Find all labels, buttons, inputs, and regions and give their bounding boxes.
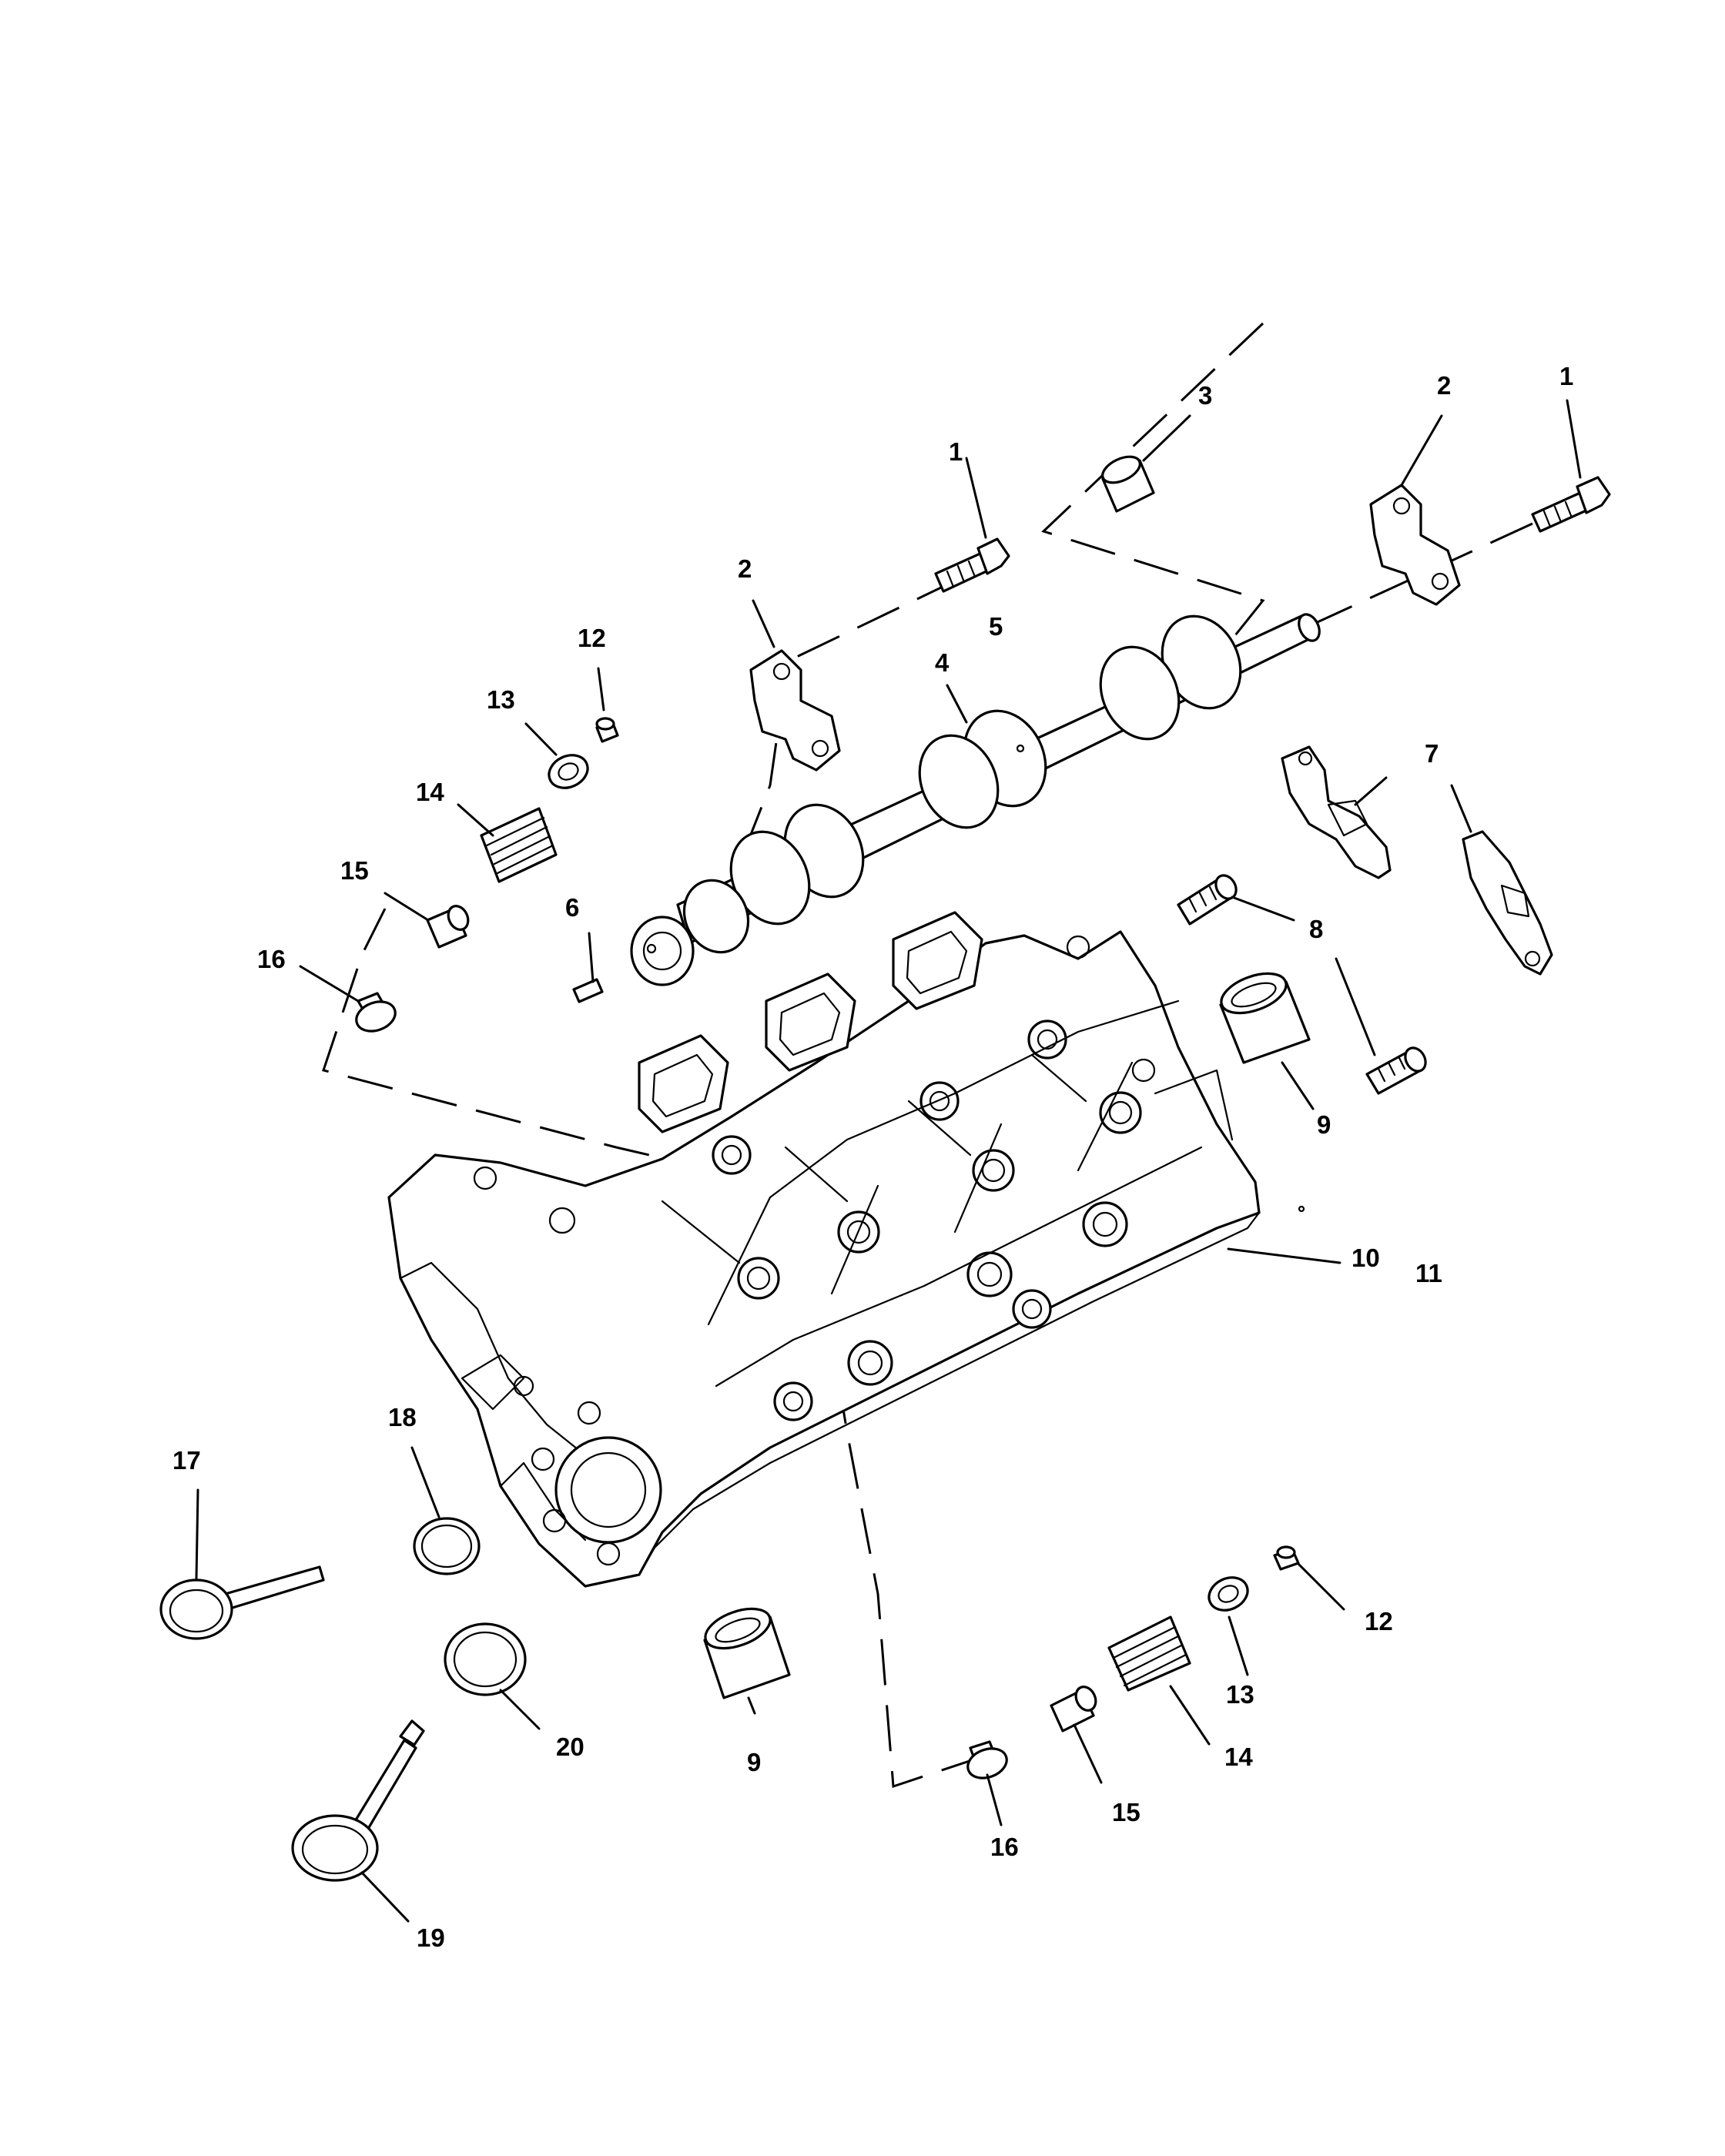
hydraulic-lash-adjuster-lower (1365, 1046, 1427, 1095)
camshaft (630, 613, 1321, 986)
callout-14-upper: 14 (416, 778, 444, 806)
intake-ports (638, 911, 983, 1133)
valve-pockets (712, 1019, 1142, 1421)
valve-keeper-upper (595, 717, 619, 743)
valve-seat-intake (413, 1517, 481, 1575)
camshaft-seal-upper (1219, 972, 1311, 1064)
leader-lines (195, 399, 1582, 1923)
callout-2-cap-left: 2 (738, 554, 752, 583)
callout-16-upper: 16 (257, 945, 286, 973)
valve-guide-upper (355, 992, 397, 1033)
valve-stem-seal-lower (1050, 1686, 1097, 1732)
bolt-right (1531, 476, 1611, 533)
camshaft-bearing-cap-left (749, 649, 841, 772)
camshaft-bearing-cap-right (1369, 484, 1461, 606)
hydraulic-lash-adjuster-upper (1177, 874, 1238, 926)
callout-7-rocker: 7 (1425, 739, 1439, 768)
valve-keeper-lower (1273, 1545, 1300, 1571)
cam-lobes (682, 614, 1242, 954)
valve-train-lower (966, 1545, 1300, 1779)
plug (1101, 455, 1155, 513)
callout-6-dowel: 6 (565, 893, 579, 922)
rocker-arm-upper (1281, 745, 1392, 879)
callout-3-plug: 3 (1198, 381, 1212, 410)
callout-12-upper: 12 (578, 624, 606, 652)
intake-valve (159, 1565, 325, 1640)
valve-seat-exhaust (444, 1622, 527, 1696)
callout-13-lower: 13 (1226, 1680, 1254, 1709)
cylinder-head (387, 911, 1305, 1588)
valve-stem-seal-upper (426, 905, 470, 949)
callout-1-bolt-right: 1 (1559, 362, 1573, 390)
callout-numbers: 1 1 2 2 3 4 5 6 7 8 9 9 10 11 12 12 13 1… (172, 362, 1573, 1952)
callout-15-lower: 15 (1112, 1798, 1141, 1826)
bolt-left (934, 537, 1010, 593)
callout-9-seal-upper: 9 (1317, 1110, 1331, 1139)
callout-11: 11 (1415, 1259, 1442, 1287)
callout-4-camshaft: 4 (935, 648, 950, 677)
callout-13-upper: 13 (487, 685, 515, 714)
callout-16-lower: 16 (990, 1833, 1019, 1861)
exhaust-valve (291, 1719, 425, 1882)
valve-spring-upper (480, 807, 558, 883)
callout-5: 5 (989, 612, 1003, 641)
callout-10-cylinder-head: 10 (1352, 1244, 1380, 1272)
callout-19-exhaust-valve: 19 (417, 1923, 445, 1952)
rocker-arm-lower (1462, 830, 1553, 976)
callout-1-bolt-left: 1 (949, 437, 963, 466)
valve-train-upper (355, 717, 619, 1033)
valve-spring-retainer-lower (1208, 1576, 1249, 1612)
callout-17-intake-valve: 17 (172, 1446, 201, 1475)
callout-18-seat: 18 (388, 1403, 417, 1431)
callout-12-lower: 12 (1365, 1607, 1393, 1635)
dowel-pin (572, 978, 604, 1003)
callout-8-adjuster: 8 (1309, 915, 1323, 943)
valve-guide-lower (966, 1740, 1008, 1779)
camshaft-seal-lower (703, 1607, 791, 1699)
callout-20-seat: 20 (556, 1732, 584, 1761)
callout-9-seal-lower: 9 (747, 1748, 761, 1776)
valve-spring-lower (1107, 1615, 1191, 1692)
callout-14-lower: 14 (1224, 1743, 1253, 1771)
callout-2-cap-right: 2 (1437, 371, 1451, 400)
valve-spring-retainer-upper (548, 754, 589, 789)
callout-15-upper: 15 (340, 856, 369, 885)
